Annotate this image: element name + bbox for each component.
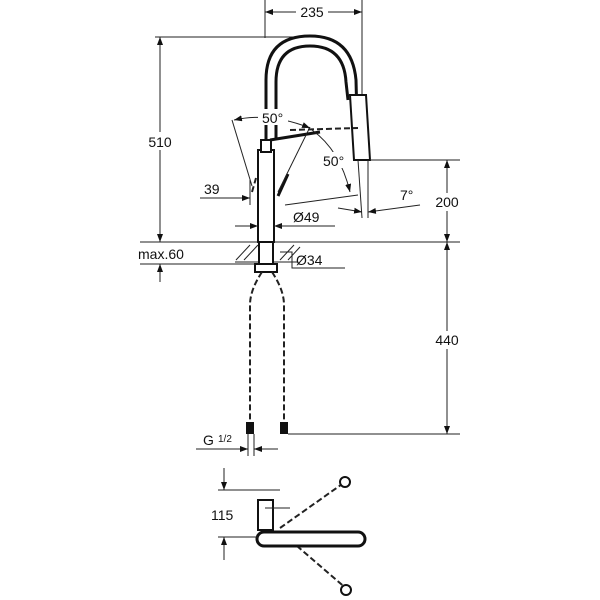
dimension-d49: Ø49	[235, 209, 335, 229]
faucet-spout	[264, 34, 372, 161]
label-angle-7: 7°	[400, 187, 413, 203]
label-angle-handle: 50°	[262, 110, 283, 126]
dimension-235: 235	[264, 0, 363, 95]
top-view	[255, 476, 367, 596]
label-angle-spout: 50°	[323, 153, 344, 169]
label-200: 200	[435, 194, 459, 210]
angle-spout-50: 50°	[284, 129, 359, 206]
supply-hoses	[246, 271, 288, 434]
label-235: 235	[300, 4, 324, 20]
label-115: 115	[211, 507, 234, 523]
label-d49: Ø49	[293, 209, 320, 225]
label-max-60: max.60	[138, 246, 184, 262]
faucet-body	[251, 139, 290, 243]
countertop	[140, 241, 460, 273]
dimension-max-60: max.60	[138, 246, 255, 282]
dimension-d34: Ø34	[280, 251, 345, 269]
label-440: 440	[435, 332, 459, 348]
label-d34: Ø34	[296, 252, 323, 268]
label-510: 510	[148, 134, 172, 150]
angle-7: 7°	[337, 159, 421, 219]
label-g: G	[203, 432, 214, 448]
label-g-fraction: 1/2	[218, 434, 232, 445]
label-39: 39	[204, 181, 220, 197]
angle-handle-50: 50°	[231, 109, 311, 193]
dimension-g-half: G 1/2	[196, 432, 278, 456]
dimension-200: 200	[370, 159, 466, 242]
dimension-115: 115	[211, 468, 280, 560]
dimension-510: 510	[140, 36, 300, 242]
dimension-440: 440	[288, 242, 466, 435]
dimension-39: 39	[200, 180, 251, 205]
